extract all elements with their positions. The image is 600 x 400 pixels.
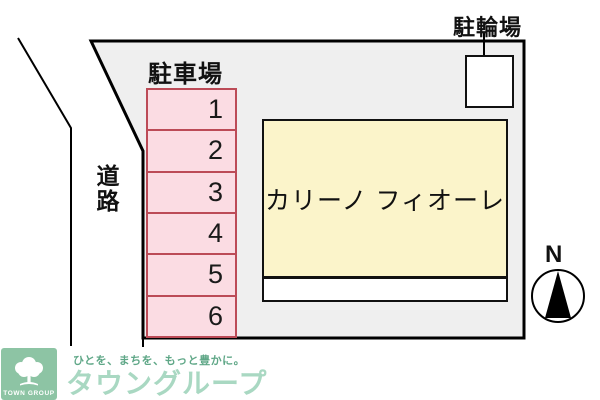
parking-space-1: 1 (207, 94, 223, 125)
road-edge-left (17, 37, 72, 346)
compass-icon (531, 269, 585, 323)
compass-north-label: N (545, 241, 563, 268)
parking-spaces-column: 1 2 3 4 5 6 (146, 88, 237, 338)
parking-label: 駐車場 (148, 61, 223, 88)
footer-tagline: ひとを、まちを、もっと豊かに。 (73, 355, 246, 367)
compass-needle (545, 271, 571, 318)
town-group-logo-text: TOWN GROUP (3, 390, 55, 397)
bicycle-parking-box (465, 55, 514, 108)
parking-space-4: 4 (148, 211, 235, 253)
parking-space-2: 2 (148, 129, 235, 170)
parking-space-5: 5 (148, 253, 235, 294)
bicycle-parking-label: 駐輪場 (453, 15, 523, 40)
tree-icon (15, 357, 43, 386)
road-label: 道路 (93, 164, 119, 214)
footer-brand-name: タウングループ (66, 368, 268, 399)
building-name: カリーノ フィオーレ (265, 186, 505, 215)
building-entrance-strip (262, 277, 508, 302)
parking-space-3: 3 (148, 170, 235, 212)
building-block: カリーノ フィオーレ (262, 119, 508, 278)
parking-space-6: 6 (148, 294, 235, 336)
town-group-logo: TOWN GROUP (1, 348, 57, 400)
